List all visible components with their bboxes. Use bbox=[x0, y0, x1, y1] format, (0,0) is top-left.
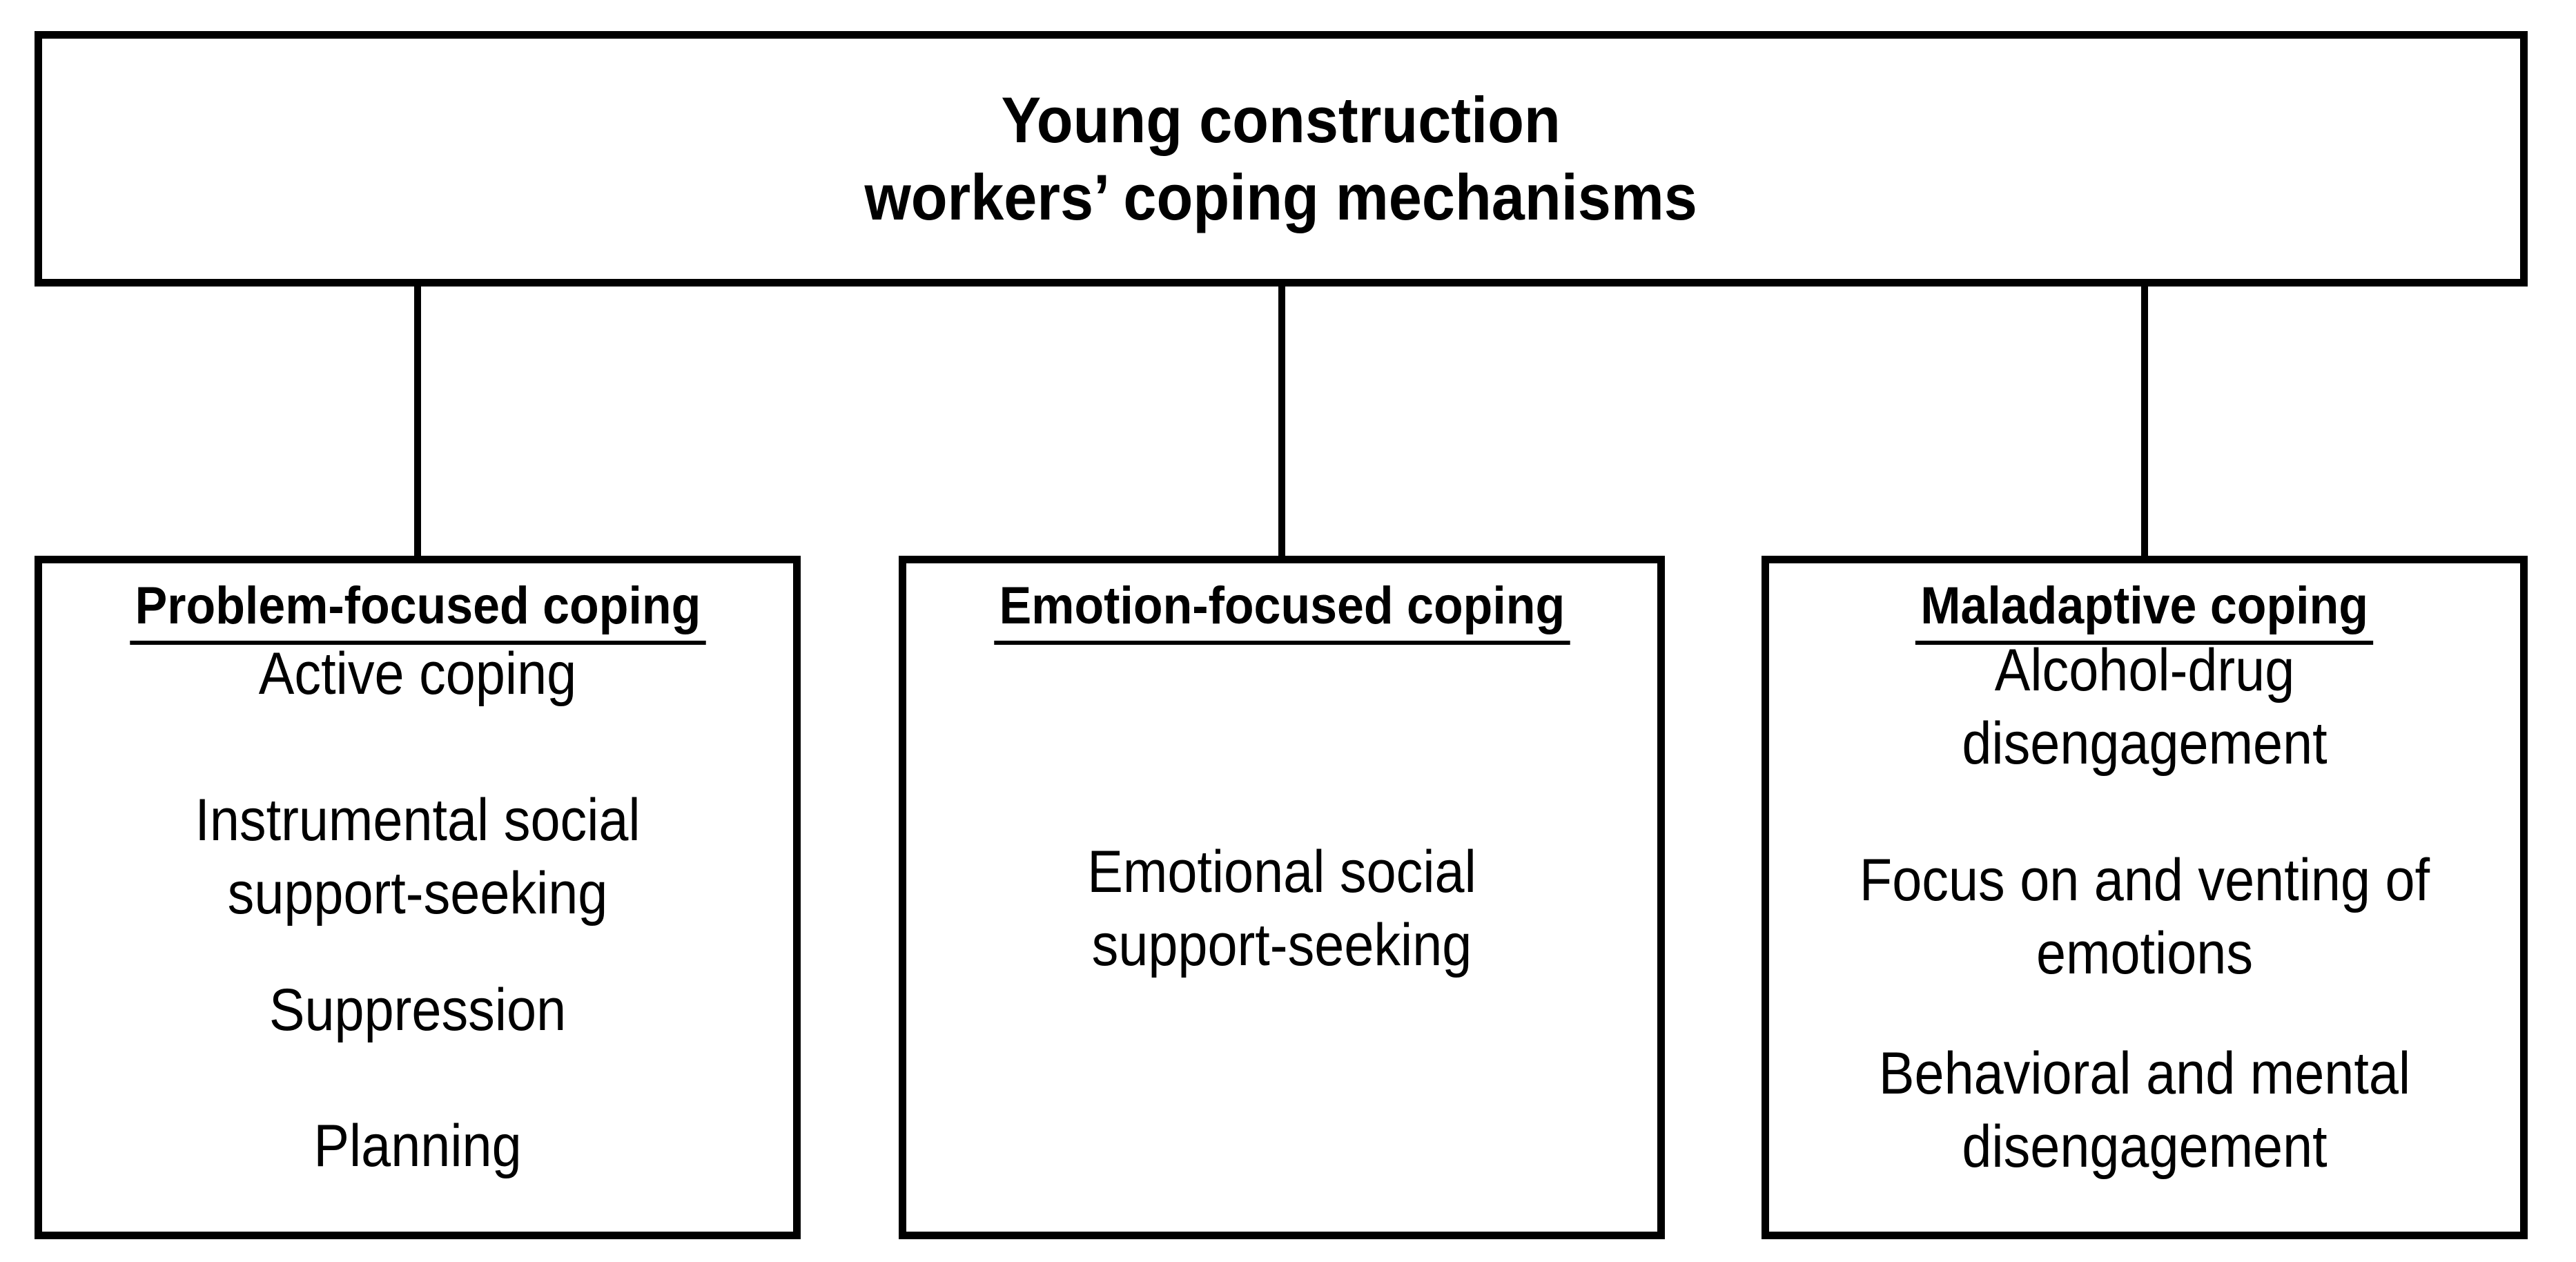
branch-item: Planning bbox=[313, 1113, 522, 1179]
connector-line-left bbox=[414, 280, 421, 559]
connector-line-middle bbox=[1278, 280, 1285, 559]
branch-item: Active coping bbox=[258, 641, 577, 707]
root-box: Young construction workers’ coping mecha… bbox=[35, 31, 2528, 287]
branch-box-problem-focused: Problem-focused coping Active coping Ins… bbox=[35, 556, 801, 1239]
branch-item: Alcohol-drug disengagement bbox=[1962, 637, 2328, 777]
branch-heading-problem-focused: Problem-focused coping bbox=[42, 574, 793, 645]
root-title: Young construction workers’ coping mecha… bbox=[864, 84, 1698, 233]
branch-item: Focus on and venting of emotions bbox=[1859, 847, 2430, 987]
branch-box-emotion-focused: Emotion-focused coping Emotional social … bbox=[899, 556, 1665, 1239]
branch-heading-text: Emotion-focused coping bbox=[993, 574, 1570, 645]
branch-heading-text: Problem-focused coping bbox=[129, 574, 706, 645]
branch-item: Emotional social support-seeking bbox=[1087, 839, 1476, 978]
branch-item: Behavioral and mental disengagement bbox=[1878, 1040, 2411, 1180]
branch-box-maladaptive: Maladaptive coping Alcohol-drug disengag… bbox=[1762, 556, 2528, 1239]
branch-item: Suppression bbox=[269, 977, 567, 1043]
branch-heading-emotion-focused: Emotion-focused coping bbox=[906, 574, 1657, 645]
branch-item: Instrumental social support-seeking bbox=[195, 787, 641, 926]
branch-heading-text: Maladaptive coping bbox=[1915, 574, 2374, 645]
branch-heading-maladaptive: Maladaptive coping bbox=[1769, 574, 2520, 645]
connector-line-right bbox=[2141, 280, 2148, 559]
